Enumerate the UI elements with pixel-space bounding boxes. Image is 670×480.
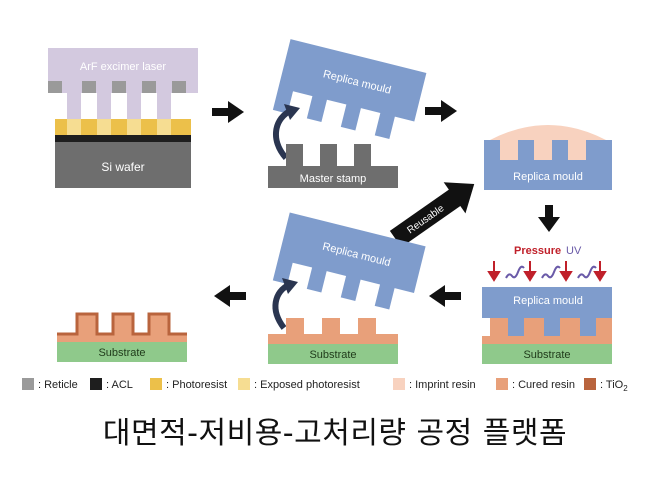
si-wafer xyxy=(55,142,191,188)
reticle-block xyxy=(82,81,96,93)
legend-swatch-imprint-resin xyxy=(393,378,405,390)
cured-resin-feature xyxy=(560,318,580,336)
legend-swatch-acl xyxy=(90,378,102,390)
reticle-block xyxy=(48,81,62,93)
si-wafer-label: Si wafer xyxy=(101,160,144,174)
legend-label-photoresist: : Photoresist xyxy=(166,379,227,391)
replica-with-resin-step: Replica mould xyxy=(484,125,612,190)
laser-label: ArF excimer laser xyxy=(80,61,167,73)
legend-label-cured-resin: : Cured resin xyxy=(512,379,575,391)
curved-arrow-head-icon xyxy=(282,278,298,294)
reticle-block xyxy=(142,81,156,93)
replica-mould-tilted: Replica mould xyxy=(272,212,426,310)
replica-mould xyxy=(484,140,612,190)
reusable-arrow-head-icon xyxy=(443,182,475,214)
legend-swatch-exposed-photoresist xyxy=(238,378,250,390)
legend: : Reticle : ACL : Photoresist : Exposed pho… xyxy=(22,378,628,393)
exposed-photoresist xyxy=(97,119,111,135)
replica-from-master-step: Replica mould Master stamp xyxy=(268,39,427,188)
light-beam xyxy=(67,93,81,119)
substrate-label: Substrate xyxy=(523,349,570,361)
uv-wave-icons xyxy=(505,265,597,279)
legend-swatch-tio2 xyxy=(584,378,596,390)
legend-label-imprint-resin: : Imprint resin xyxy=(409,379,476,391)
legend-swatch-reticle xyxy=(22,378,34,390)
tio2-coating xyxy=(57,312,187,336)
exposed-photoresist xyxy=(157,119,171,135)
legend-label-exposed-photoresist: : Exposed photoresist xyxy=(254,379,360,391)
cured-resin-feature xyxy=(596,318,612,336)
reticle-block xyxy=(112,81,126,93)
reticle-block xyxy=(172,81,186,93)
acl-layer xyxy=(55,135,191,142)
master-stamp xyxy=(268,144,398,188)
arrow-right-icon xyxy=(212,101,244,123)
arrow-down-icon xyxy=(538,205,560,232)
pressure-arrows xyxy=(487,261,607,282)
demould-step: Replica mould Substrate xyxy=(268,212,426,364)
light-beam xyxy=(127,93,141,119)
cured-resin-layer xyxy=(482,336,612,344)
substrate xyxy=(482,344,612,364)
reusable-arrow-body xyxy=(389,188,462,248)
substrate-label: Substrate xyxy=(98,347,145,359)
pressure-label: Pressure xyxy=(514,245,561,257)
replica-mould-label: Replica mould xyxy=(513,295,583,307)
curved-arrow-head-icon xyxy=(284,104,300,120)
legend-label-reticle: : Reticle xyxy=(38,379,78,391)
legend-swatch-photoresist xyxy=(150,378,162,390)
master-stamp-label: Master stamp xyxy=(300,173,367,185)
substrate xyxy=(57,342,187,362)
replica-mould-tilted: Replica mould xyxy=(272,39,427,139)
legend-swatch-cured-resin xyxy=(496,378,508,390)
pressure-uv-step: Pressure UV Replica mould Substrate xyxy=(482,245,612,364)
substrate-label: Substrate xyxy=(309,349,356,361)
arrow-left-icon xyxy=(429,285,461,307)
cured-resin-pattern xyxy=(268,318,398,344)
resin-fill xyxy=(568,140,586,160)
legend-label-tio2: : TiO2 xyxy=(600,379,628,393)
uv-label: UV xyxy=(566,245,582,257)
laser-lithography-step: ArF excimer laser Si wafer xyxy=(48,48,198,188)
exposed-photoresist xyxy=(67,119,81,135)
resin-fill xyxy=(500,140,518,160)
exposed-photoresist xyxy=(127,119,141,135)
cured-resin-feature xyxy=(490,318,508,336)
arrow-left-icon xyxy=(214,285,246,307)
cured-resin-feature xyxy=(524,318,544,336)
replica-mould-label: Replica mould xyxy=(513,171,583,183)
resin-fill xyxy=(534,140,552,160)
tio2-pattern-step: Substrate xyxy=(57,312,187,362)
light-beam xyxy=(157,93,171,119)
imprint-resin-drop xyxy=(490,125,606,140)
substrate xyxy=(268,344,398,364)
light-beam xyxy=(97,93,111,119)
arrow-right-icon xyxy=(425,100,457,122)
replica-mould xyxy=(482,287,612,336)
legend-label-acl: : ACL xyxy=(106,379,133,391)
caption: 대면적-저비용-고처리량 공정 플랫폼 xyxy=(102,416,568,451)
cured-resin-pattern xyxy=(57,314,187,342)
